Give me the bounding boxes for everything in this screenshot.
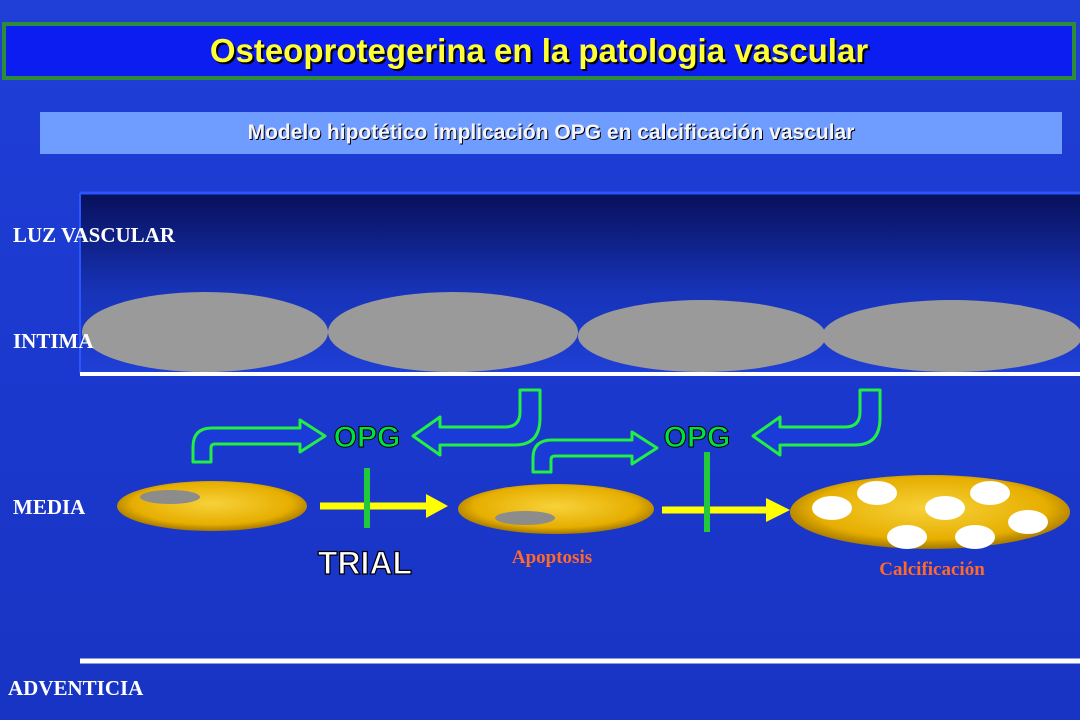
calcium-deposit	[1008, 510, 1048, 534]
calcium-deposit	[887, 525, 927, 549]
calcium-deposit	[812, 496, 852, 520]
intima-cell	[822, 300, 1080, 372]
curved-arrow-icon	[411, 388, 542, 457]
slide-title: Osteoprotegerina en la patologia vascula…	[209, 32, 869, 69]
calcium-deposit	[955, 525, 995, 549]
intima-cell	[328, 292, 578, 372]
curved-arrow-icon	[751, 388, 882, 457]
curved-arrow-icon	[531, 430, 659, 474]
cell-nucleus	[140, 490, 200, 504]
intima-cell	[578, 300, 826, 372]
calcificacion-label: Calcificación	[879, 559, 985, 580]
opg-label: OPG	[664, 421, 731, 454]
layer-label-intima: INTIMA	[13, 329, 94, 353]
layer-label-media: MEDIA	[13, 495, 86, 519]
arrowhead-icon	[426, 494, 448, 518]
curved-arrow-icon	[191, 418, 327, 464]
cell-nucleus	[495, 511, 555, 525]
apoptosis-label: Apoptosis	[512, 547, 592, 568]
title-bar: Osteoprotegerina en la patologia vascula…	[2, 22, 1076, 80]
calcium-deposit	[970, 481, 1010, 505]
opg-label: OPG	[334, 421, 401, 454]
slide-subtitle: Modelo hipotético implicación OPG en cal…	[247, 121, 855, 144]
intima-cell	[82, 292, 328, 372]
calcium-deposit	[857, 481, 897, 505]
apoptotic-cell	[458, 484, 654, 534]
smooth-muscle-cell	[117, 481, 307, 531]
layer-label-luz-vascular: LUZ VASCULAR	[13, 223, 176, 247]
calcium-deposit	[925, 496, 965, 520]
subtitle-bar: Modelo hipotético implicación OPG en cal…	[40, 112, 1062, 154]
arrowhead-icon	[766, 498, 790, 522]
trial-label: TRIAL	[318, 545, 412, 581]
layer-label-adventicia: ADVENTICIA	[8, 676, 144, 700]
